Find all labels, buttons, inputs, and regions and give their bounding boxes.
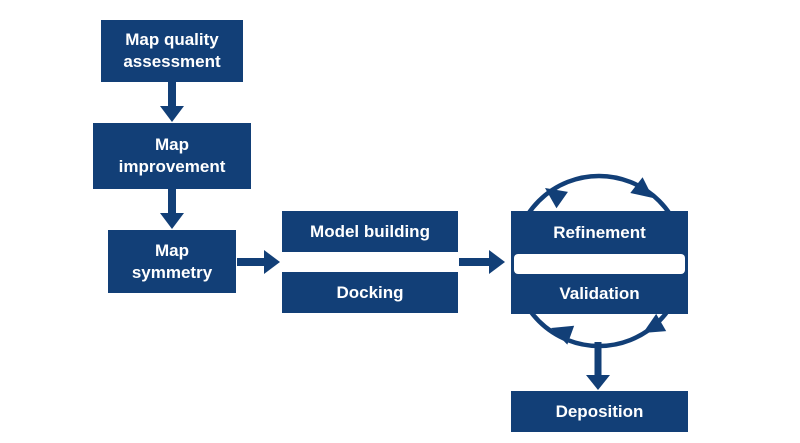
node-validation: Validation [559, 284, 640, 303]
node-label: Model building [310, 221, 430, 241]
cycle-gap-band [514, 254, 685, 274]
cycle-arrowhead-bottom-right-icon [643, 313, 667, 333]
arrow-modelbuilding-to-refinement-icon [459, 250, 505, 274]
node-refinement: Refinement [553, 223, 646, 242]
cycle-arrowhead-top-left-icon [545, 188, 568, 209]
node-label: improvement [118, 157, 226, 176]
arrow-improvement-to-symmetry-icon [160, 189, 184, 229]
node-label: Docking [336, 282, 404, 302]
node-map-quality-assessment: Map quality assessment [101, 20, 243, 82]
node-label: Map [155, 135, 189, 154]
arrow-symmetry-to-modelbuilding-icon [237, 250, 280, 274]
node-label: assessment [123, 52, 221, 71]
node-model-building: Model building [282, 211, 458, 252]
node-map-symmetry: Map symmetry [108, 230, 236, 293]
cycle-arrowhead-bottom-left-icon [551, 325, 575, 345]
node-label: Deposition [555, 401, 644, 421]
arrow-cycle-to-deposition-icon [586, 342, 610, 390]
arrow-quality-to-improvement-icon [160, 82, 184, 122]
cycle-arrowhead-top-right-icon [630, 177, 653, 198]
node-docking: Docking [282, 272, 458, 313]
node-refinement-validation-group: Refinement Validation [511, 211, 688, 314]
node-label: Map [155, 240, 189, 260]
node-deposition: Deposition [511, 391, 688, 432]
node-label: symmetry [131, 262, 213, 282]
node-label: Map quality [125, 30, 219, 49]
node-map-improvement: Map improvement [93, 123, 251, 189]
